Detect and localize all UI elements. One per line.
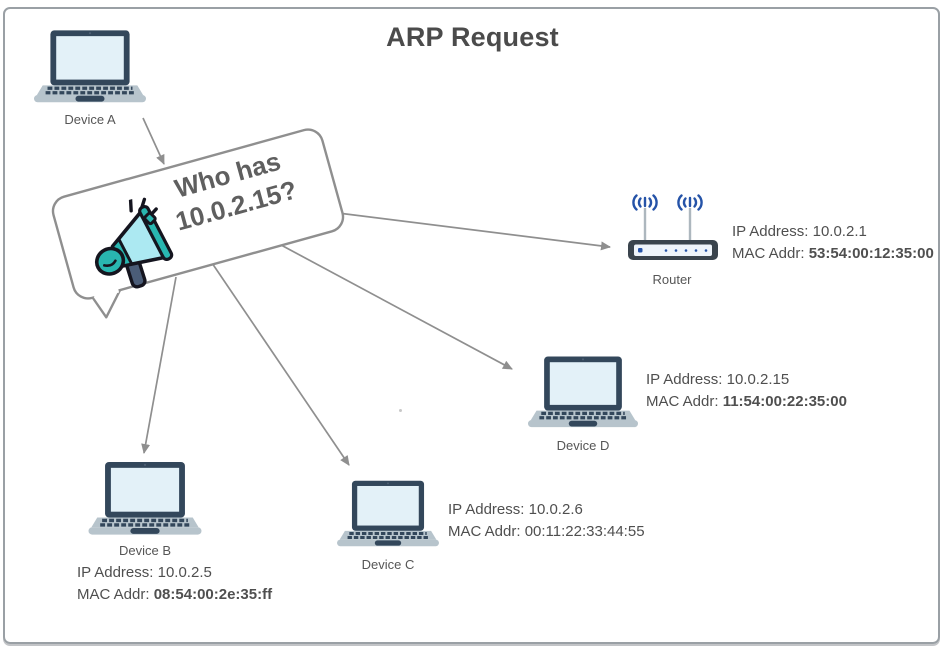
device-b-ip-line: IP Address: 10.0.2.5	[77, 564, 212, 581]
device-b-laptop-icon	[88, 462, 202, 537]
stray-dot	[399, 409, 402, 412]
device-d-label: Device D	[556, 438, 610, 453]
device-b-mac-line: MAC Addr: 08:54:00:2e:35:ff	[77, 586, 273, 603]
router-mac-line: MAC Addr: 53:54:00:12:35:00	[732, 245, 934, 262]
device-c-ip-line: IP Address: 10.0.2.6	[448, 501, 583, 518]
speech-bubble: Who has 10.0.2.15?	[48, 124, 349, 319]
router-info: IP Address: 10.0.2.1 MAC Addr: 53:54:00:…	[732, 221, 934, 265]
router-icon	[628, 194, 718, 260]
megaphone-icon	[94, 197, 174, 289]
device-c-mac-line: MAC Addr: 00:11:22:33:44:55	[448, 523, 645, 540]
device-d-info: IP Address: 10.0.2.15 MAC Addr: 11:54:00…	[646, 369, 847, 413]
page-title: ARP Request	[386, 22, 559, 52]
wifi-signal-icon	[677, 194, 703, 211]
router-ip-line: IP Address: 10.0.2.1	[732, 223, 867, 240]
device-b-info: IP Address: 10.0.2.5 MAC Addr: 08:54:00:…	[77, 562, 272, 606]
device-d-ip-line: IP Address: 10.0.2.15	[646, 371, 790, 388]
device-c-laptop-icon	[337, 480, 439, 548]
device-d-laptop-icon	[528, 356, 638, 429]
device-b-label: Device B	[118, 543, 172, 558]
device-c-label: Device C	[361, 557, 415, 572]
device-d-mac-line: MAC Addr: 11:54:00:22:35:00	[646, 393, 847, 410]
device-a-laptop-icon	[34, 30, 146, 104]
device-c-info: IP Address: 10.0.2.6 MAC Addr: 00:11:22:…	[448, 499, 645, 543]
wifi-signal-icon	[632, 194, 658, 211]
diagram-border	[3, 7, 940, 644]
router-label: Router	[652, 272, 692, 287]
device-a-label: Device A	[64, 112, 116, 127]
